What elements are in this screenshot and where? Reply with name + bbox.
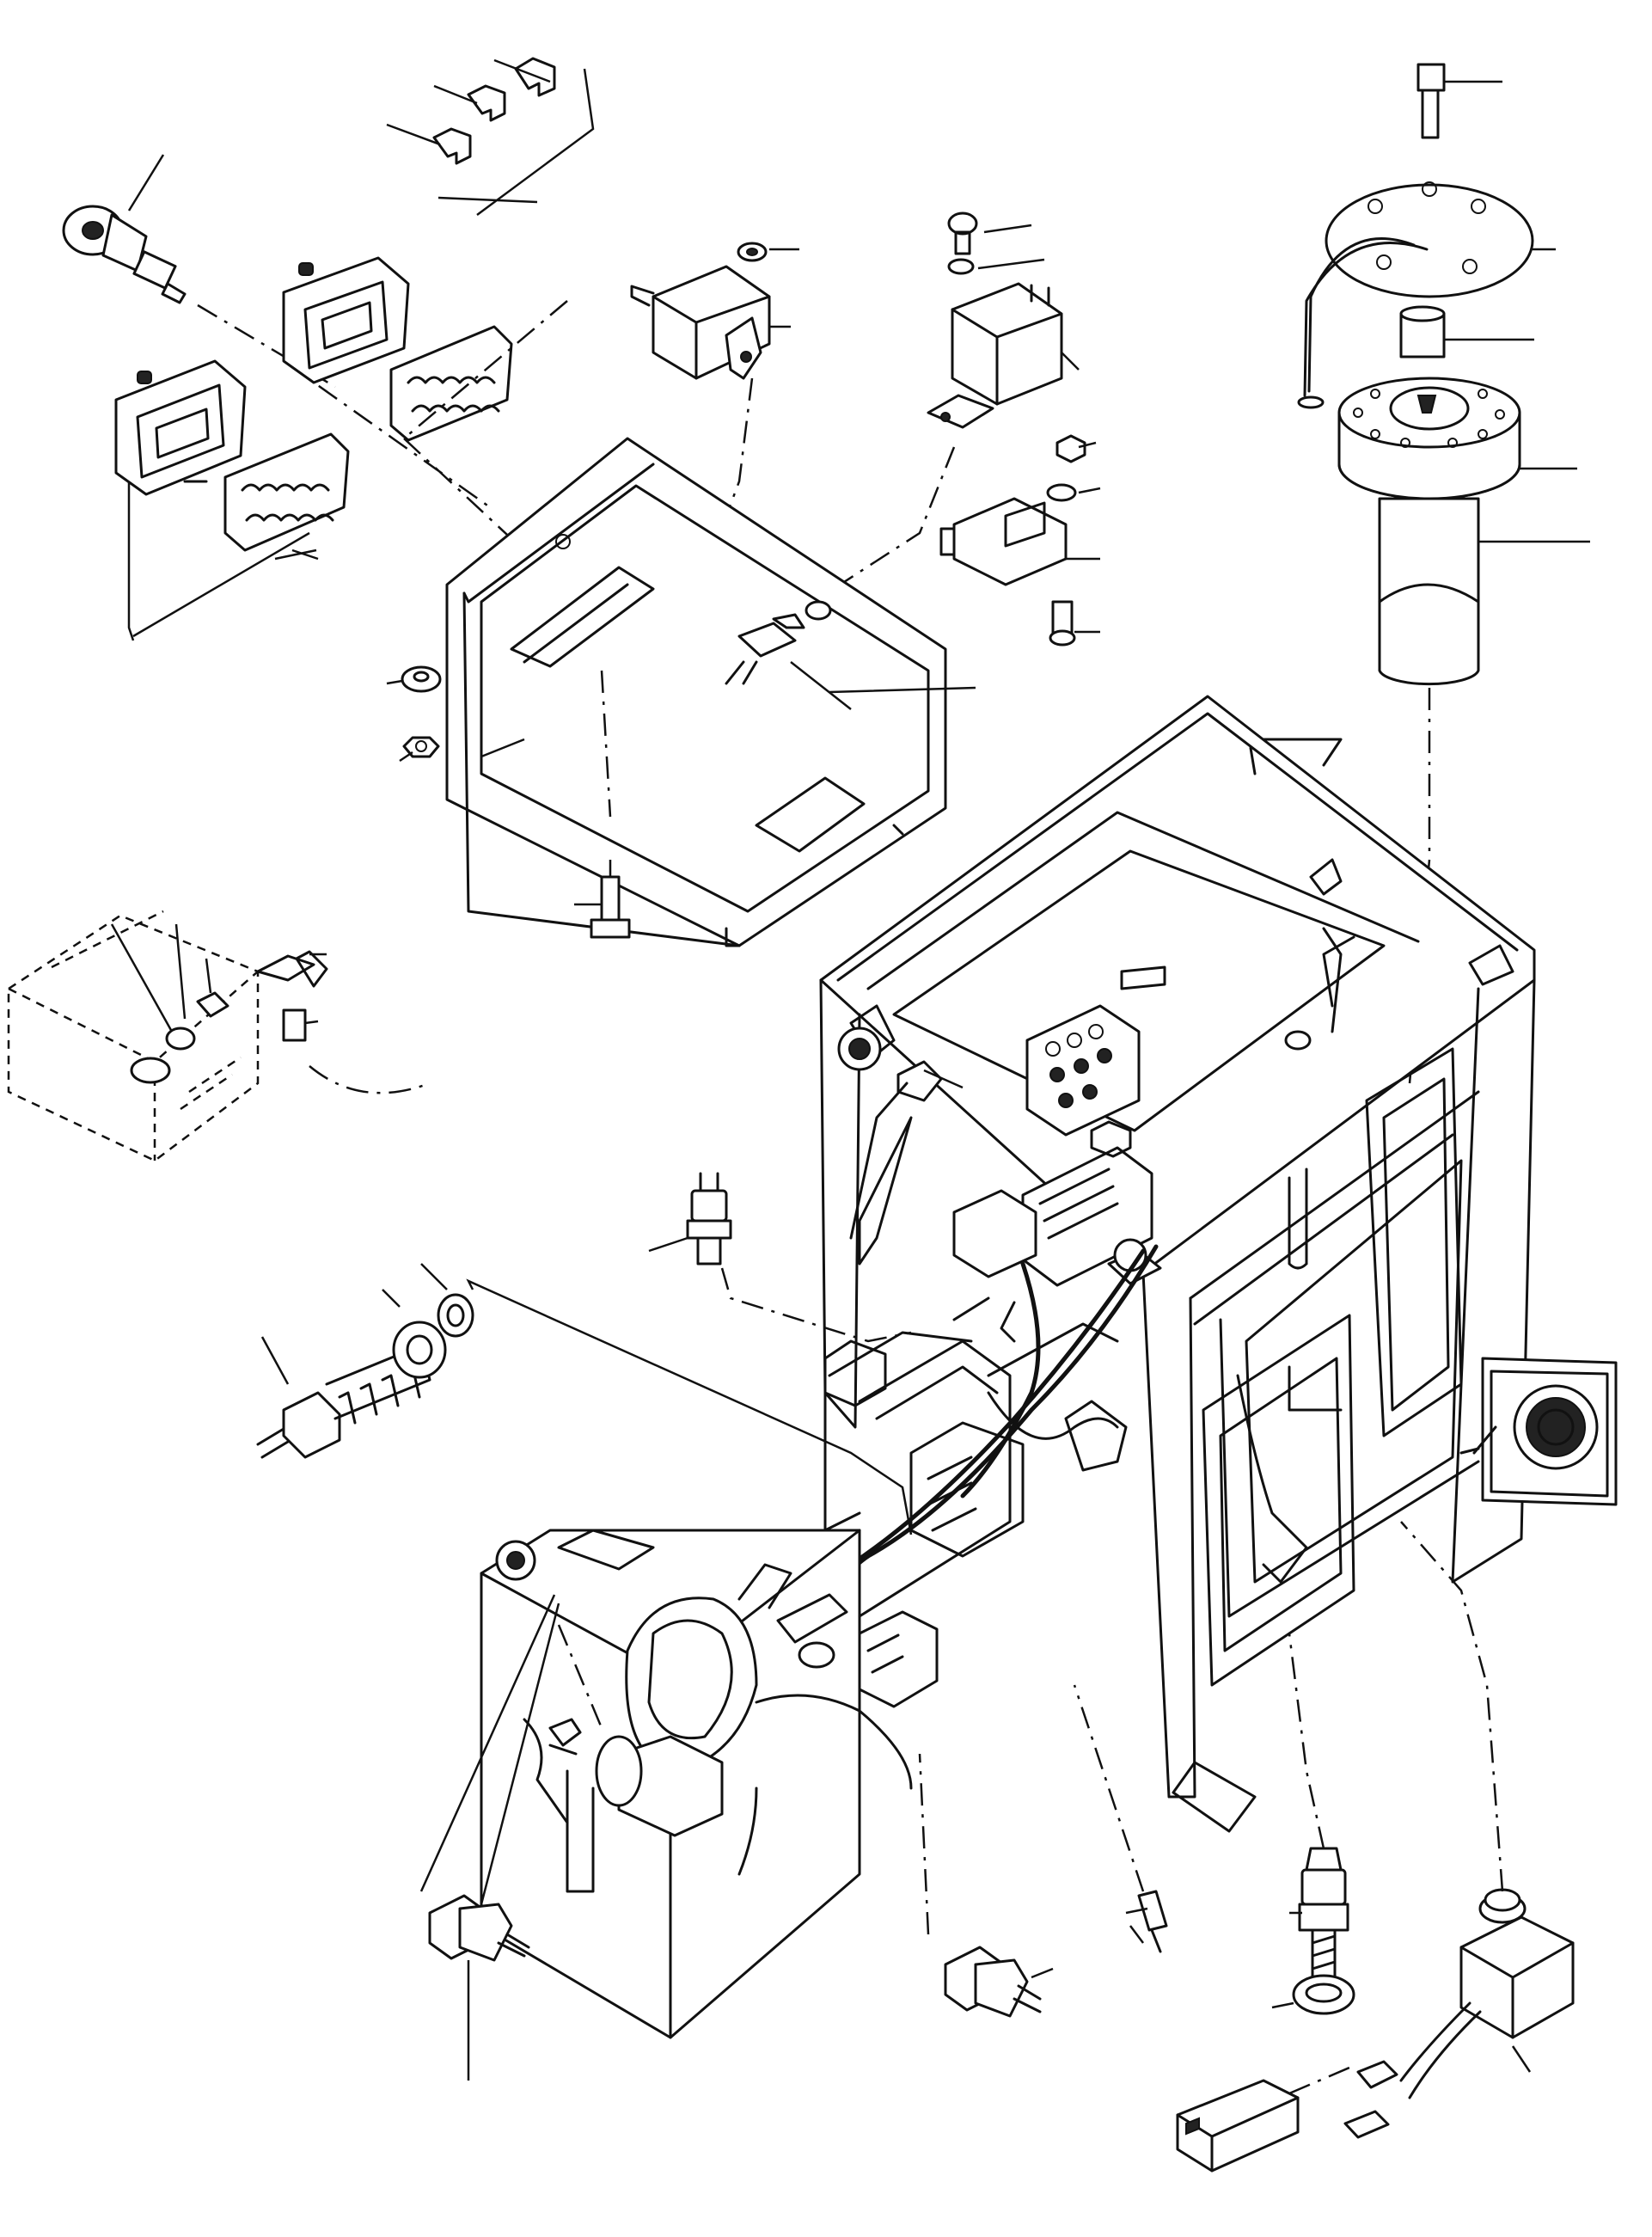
pressure-switch-bottom-left <box>419 1594 603 2081</box>
work-lamp-upper <box>282 256 410 384</box>
lamp-lens-lower <box>183 432 350 552</box>
cab-frame <box>819 695 1536 1833</box>
lamp-leaders <box>127 481 319 641</box>
heater-unit <box>1459 1357 1618 1506</box>
switch-panel <box>1025 1004 1141 1137</box>
coolant-temp-switch <box>1271 1633 1355 2015</box>
battery-box <box>7 910 431 1162</box>
engine-assembly <box>523 1391 1128 1893</box>
diode <box>1073 1684 1168 1953</box>
pressure-switch-left <box>648 1172 912 1343</box>
electrical-box <box>445 437 976 947</box>
box-washer-nut <box>386 665 442 763</box>
seat-switch <box>1176 1521 1575 2173</box>
relay-unit <box>687 211 1080 714</box>
lamp-lens-upper <box>389 325 513 442</box>
work-lamp-lower <box>114 359 247 496</box>
pressure-switch-bottom-center <box>918 1753 1054 2018</box>
horn-relay <box>939 434 1101 647</box>
fuel-level-sender <box>1337 377 1590 1084</box>
flasher-unit <box>630 242 799 551</box>
relay-clips <box>386 57 595 217</box>
temperature-sender <box>256 1263 913 1535</box>
box-bolt <box>574 860 631 939</box>
fuel-sender-flange <box>1297 63 1556 409</box>
rotating-beacon-mount <box>849 1060 964 1266</box>
